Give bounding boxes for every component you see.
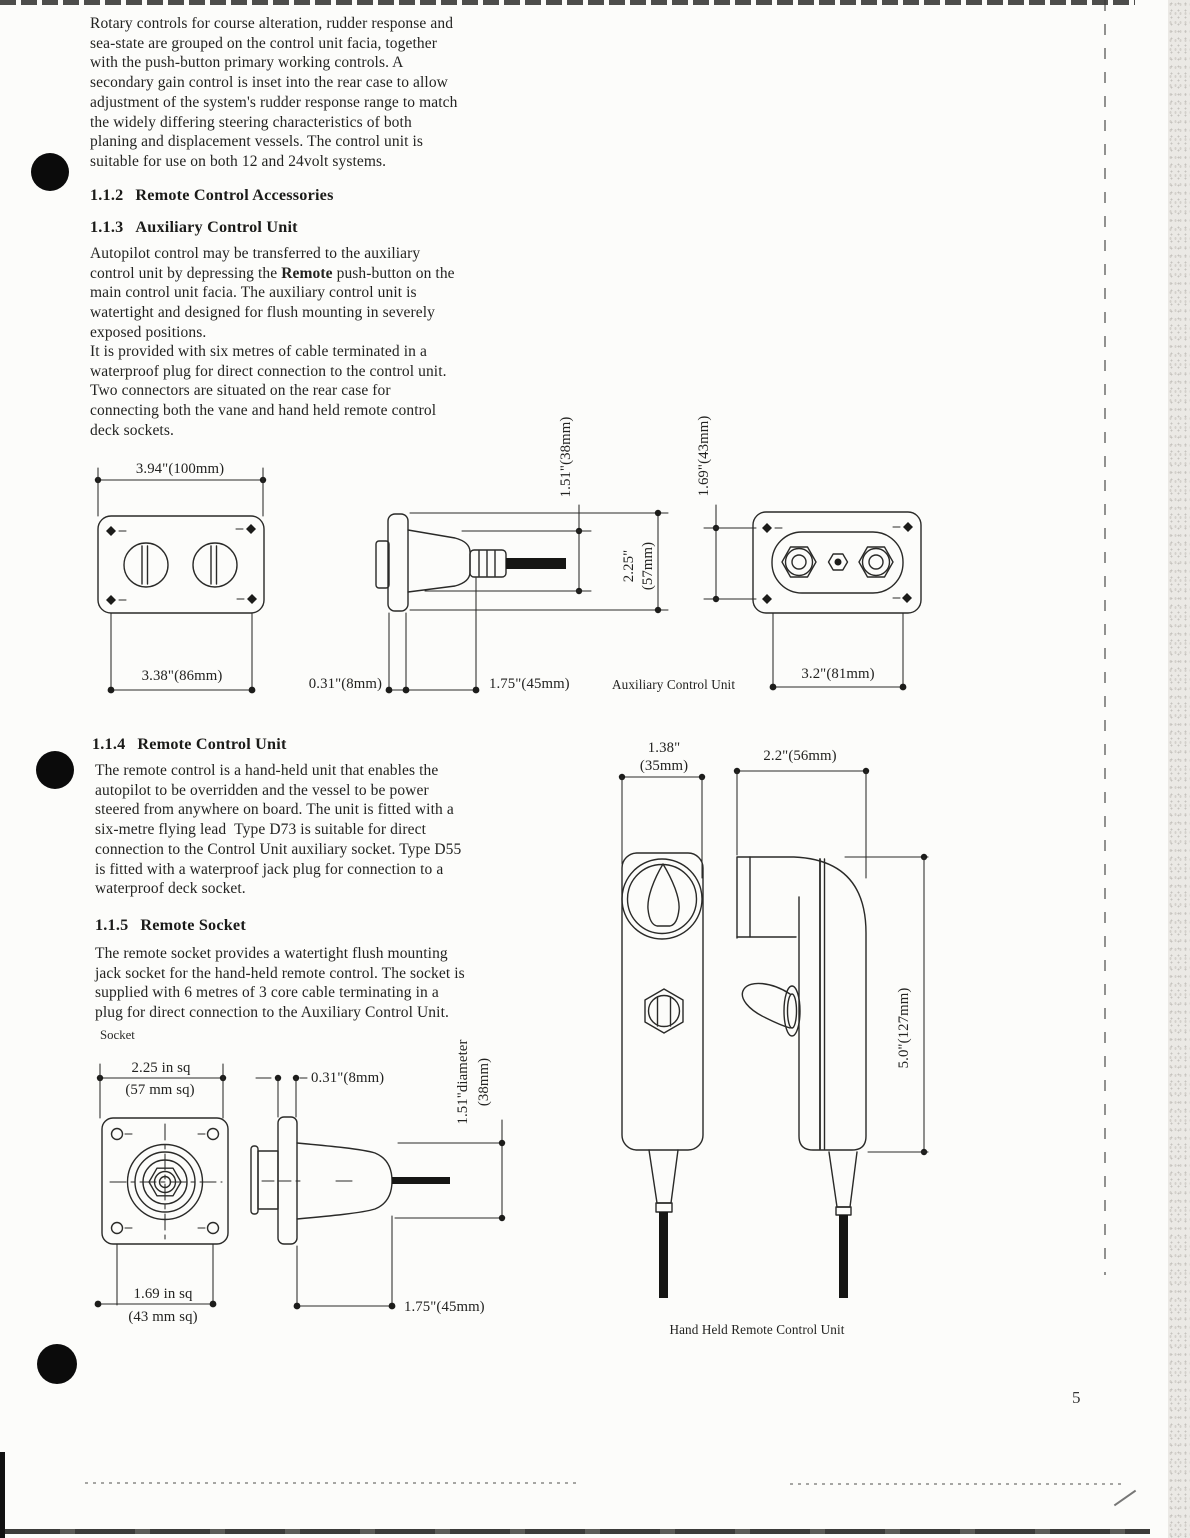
aux-rear-view: 1.69"(43mm): [696, 416, 922, 691]
scan-speckle-line-left: [85, 1482, 577, 1484]
aux-front-view: 3.94"(100mm): [94, 461, 267, 694]
heading-1-1-2: 1.1.2 Remote Control Accessories: [90, 186, 334, 205]
screw-holes: [110, 1127, 220, 1235]
knob-shaft-side: [375, 540, 390, 589]
course-knob: [621, 858, 703, 940]
dim-socket-diameter-in: 1.51"diameter: [455, 1040, 471, 1125]
cable: [392, 1177, 450, 1184]
toggle-front: [644, 988, 684, 1034]
scan-speckle-line-right: [790, 1483, 1125, 1485]
dim-handheld-width-mm: (35mm): [640, 758, 688, 774]
dim-rear-hole-spacing-h: 3.2"(81mm): [801, 666, 874, 682]
dim-socket-outer-in: 2.25 in sq: [132, 1060, 191, 1076]
heading-1-1-3: 1.1.3 Auxiliary Control Unit: [90, 218, 298, 237]
handheld-remote-diagram: 1.38" (35mm) 2.2"(56mm): [618, 740, 929, 1337]
aux-paragraph-1: Autopilot control may be transferred to …: [90, 244, 455, 343]
remote-control-paragraph: The remote control is a hand-held unit t…: [95, 762, 462, 898]
cable-side: [839, 1215, 848, 1298]
dim-side-flange: 0.31"(8mm): [309, 676, 382, 692]
heading-title: Remote Control Accessories: [135, 186, 334, 204]
body-side: [407, 529, 471, 593]
heading-title: Auxiliary Control Unit: [135, 218, 298, 236]
aux-side-view: 1.51"(38mm) 2.25" (57mm) 0.31"(8mm) 1.75…: [309, 417, 735, 694]
text-run: push-button on the main control unit fac…: [90, 264, 455, 341]
gland-cap-side: [835, 1206, 852, 1216]
heading-number: 1.1.4: [92, 735, 126, 753]
cable-gland-side: [828, 1151, 858, 1208]
page-number: 5: [1072, 1388, 1081, 1407]
rotary-knob-right: [192, 542, 238, 588]
dim-socket-hole-mm: (43 mm sq): [128, 1309, 197, 1325]
dim-front-width: 3.94"(100mm): [136, 461, 224, 477]
dim-handheld-height: 5.0"(127mm): [896, 988, 912, 1069]
rear-connector-left: [781, 546, 817, 578]
socket-front-view: 2.25 in sq (57 mm sq): [94, 1060, 229, 1325]
cable-connector: [469, 549, 507, 578]
scan-margin-texture: [1168, 0, 1190, 1538]
mounting-hole-marks: [106, 524, 257, 605]
dim-front-hole-spacing: 3.38"(86mm): [142, 668, 223, 684]
toggle-lever-side: [741, 982, 801, 1037]
dim-socket-hole-in: 1.69 in sq: [134, 1286, 193, 1302]
dim-socket-outer-mm: (57 mm sq): [125, 1082, 194, 1098]
dim-handheld-width-in: 1.38": [648, 740, 680, 756]
heading-title: Remote Socket: [140, 916, 246, 934]
page-top-edge-line: [0, 0, 1135, 5]
socket-diagram-label: Socket: [100, 1028, 135, 1042]
handheld-body-side: [736, 856, 867, 1151]
dim-side-height-mm: (57mm): [640, 542, 656, 590]
aux-paragraph-2: It is provided with six metres of cable …: [90, 343, 447, 439]
dim-socket-depth: 1.75"(45mm): [404, 1299, 485, 1315]
rear-connector-right: [858, 546, 894, 578]
heading-1-1-4: 1.1.4 Remote Control Unit: [92, 735, 287, 754]
scan-pen-flick: [1113, 1489, 1137, 1507]
heading-1-1-5: 1.1.5 Remote Socket: [95, 916, 246, 935]
dim-rear-hole-spacing-v: 1.69"(43mm): [696, 416, 712, 497]
dim-side-depth: 1.75"(45mm): [489, 676, 570, 692]
dim-side-recess: 1.51"(38mm): [558, 417, 574, 498]
handheld-side-view: 2.2"(56mm) 5.0"(127mm): [733, 748, 929, 1298]
rear-center-nut: [827, 553, 849, 571]
page-bottom-edge-line: [0, 1529, 1150, 1534]
handheld-front-view: 1.38" (35mm): [618, 740, 706, 1298]
heading-title: Remote Control Unit: [137, 735, 287, 753]
text-run: Autopilot control may be transferred to …: [90, 245, 421, 282]
aux-caption: Auxiliary Control Unit: [612, 677, 735, 692]
nose: [257, 1150, 279, 1210]
handheld-caption: Hand Held Remote Control Unit: [669, 1322, 844, 1337]
dim-handheld-depth: 2.2"(56mm): [763, 748, 836, 764]
pointer-knob: [647, 863, 680, 927]
connector-recess: [771, 531, 904, 594]
mounting-hole-marks: [762, 522, 913, 604]
aux-control-unit-diagram: 3.94"(100mm): [94, 416, 922, 694]
socket-side-view: 0.31"(8mm) 1.51"diameter (38mm) 1.75"(45…: [250, 1040, 506, 1315]
remote-socket-diagram: 2.25 in sq (57 mm sq): [94, 1040, 506, 1325]
cable: [506, 558, 566, 569]
heading-number: 1.1.5: [95, 916, 129, 934]
bold-remote: Remote: [281, 264, 333, 282]
cable-front: [659, 1212, 668, 1298]
dim-side-height-in: 2.25": [621, 550, 637, 582]
nose-cap: [250, 1145, 259, 1215]
handheld-body-front: [621, 852, 704, 1151]
binder-hole-middle: [36, 751, 74, 789]
cable-gland-front: [648, 1149, 679, 1204]
flange-side: [387, 513, 409, 612]
remote-socket-paragraph: The remote socket provides a watertight …: [95, 945, 465, 1022]
gland-cap-front: [655, 1202, 673, 1213]
dim-socket-flange: 0.31"(8mm): [311, 1070, 384, 1086]
rotary-knob-left: [123, 542, 169, 588]
dim-socket-diameter-mm: (38mm): [476, 1058, 492, 1106]
page-left-edge-shadow: [0, 1452, 5, 1538]
page-fold-crease: [1104, 0, 1106, 1275]
heading-number: 1.1.2: [90, 186, 124, 204]
heading-number: 1.1.3: [90, 218, 124, 236]
binder-hole-top: [31, 153, 69, 191]
binder-hole-bottom: [37, 1344, 77, 1384]
intro-paragraph: Rotary controls for course alteration, r…: [90, 15, 458, 170]
